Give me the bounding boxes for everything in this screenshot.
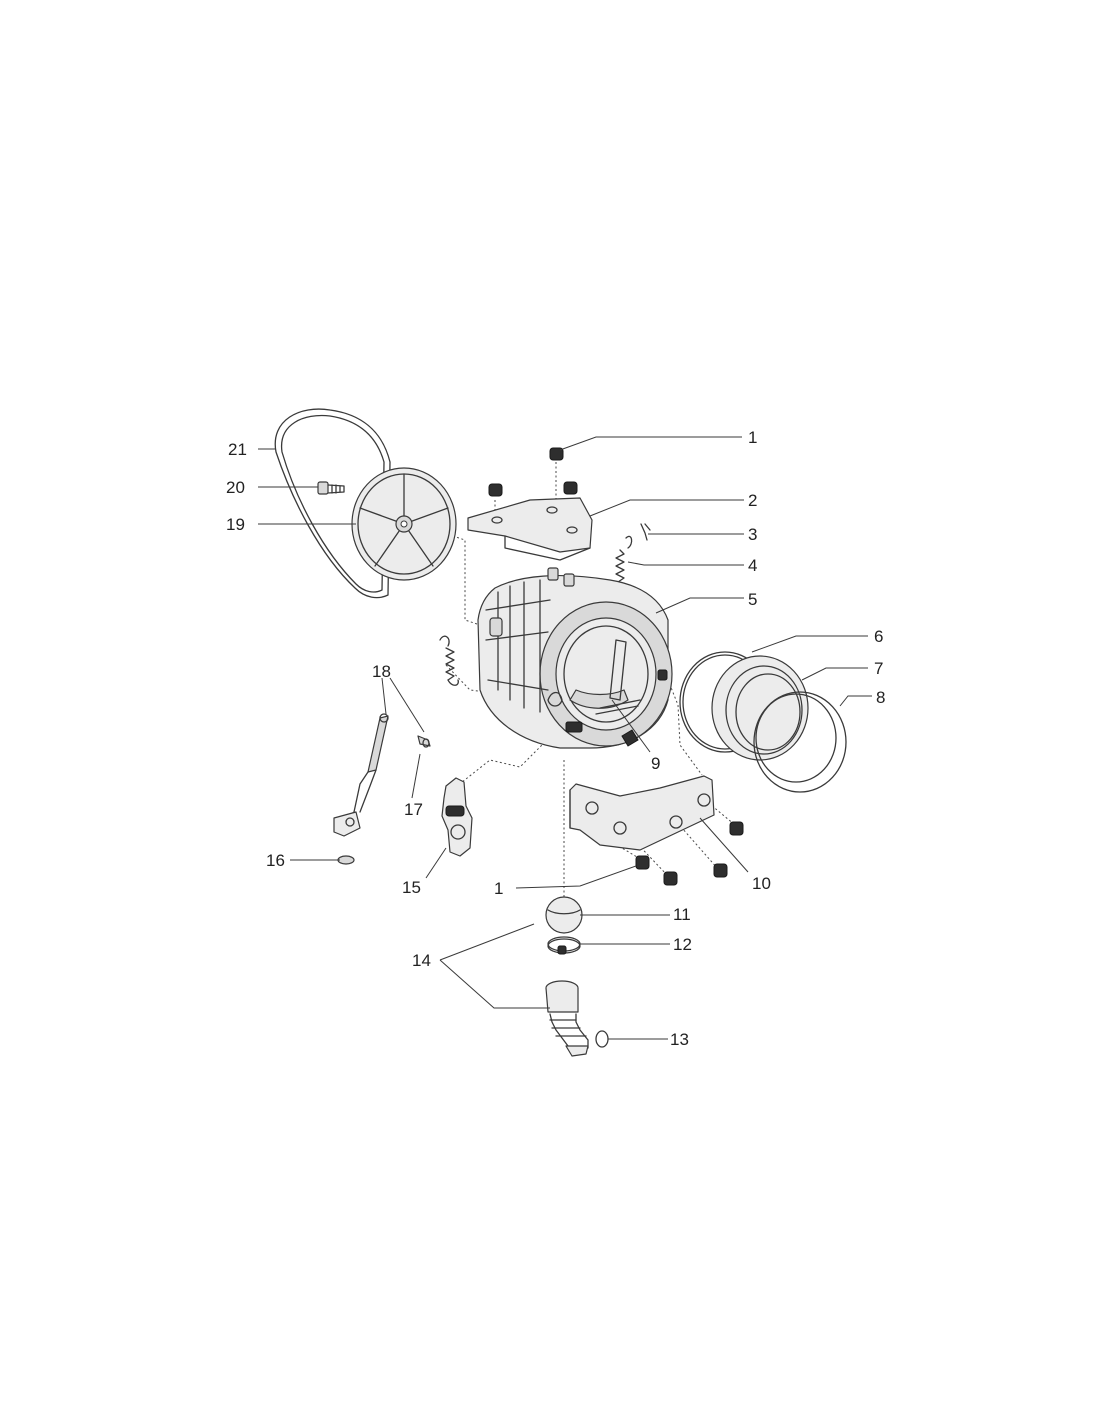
callout-11: 11 xyxy=(673,905,691,924)
leader-lines xyxy=(258,436,872,1040)
callout-19: 19 xyxy=(226,515,245,534)
callout-21: 21 xyxy=(228,440,247,459)
suspension-spring-left xyxy=(439,635,459,686)
callout-2: 2 xyxy=(748,491,757,510)
callout-4: 4 xyxy=(748,556,757,575)
drive-belt xyxy=(274,408,391,599)
hose-clamp xyxy=(547,936,581,955)
drain-ball xyxy=(545,896,583,934)
callout-labels: 1 2 3 4 5 6 7 8 9 10 1 11 12 13 14 15 16… xyxy=(226,428,885,1049)
fixing-screws-top xyxy=(488,447,578,497)
drain-hose xyxy=(545,980,589,1057)
shock-absorber xyxy=(333,713,389,837)
callout-3: 3 xyxy=(748,525,757,544)
fixing-screws-bottom xyxy=(635,821,744,886)
shock-absorber-pin xyxy=(417,735,431,748)
callout-1-bottom: 1 xyxy=(494,879,503,898)
callout-15: 15 xyxy=(402,878,421,897)
top-counterweight xyxy=(467,497,593,561)
callout-20: 20 xyxy=(226,478,245,497)
callout-18: 18 xyxy=(372,662,391,681)
callout-5: 5 xyxy=(748,590,757,609)
sump-bracket xyxy=(441,777,473,857)
shock-absorber-washer xyxy=(337,855,355,865)
spring-clip xyxy=(640,523,651,541)
callout-8: 8 xyxy=(876,688,885,707)
drum-pulley xyxy=(351,467,457,581)
gasket-clamp xyxy=(753,691,847,793)
callout-12: 12 xyxy=(673,935,692,954)
pulley-bolt xyxy=(317,481,345,495)
callout-16: 16 xyxy=(266,851,285,870)
callout-10: 10 xyxy=(752,874,771,893)
callout-17: 17 xyxy=(404,800,423,819)
o-ring xyxy=(595,1030,609,1048)
callout-6: 6 xyxy=(874,627,883,646)
bottom-counterweight xyxy=(569,775,715,851)
callout-13: 13 xyxy=(670,1030,689,1049)
callout-9: 9 xyxy=(651,754,660,773)
callout-1-top: 1 xyxy=(748,428,757,447)
outer-tub xyxy=(477,567,673,749)
callout-14: 14 xyxy=(412,951,431,970)
door-gasket xyxy=(711,655,809,761)
callout-7: 7 xyxy=(874,659,883,678)
